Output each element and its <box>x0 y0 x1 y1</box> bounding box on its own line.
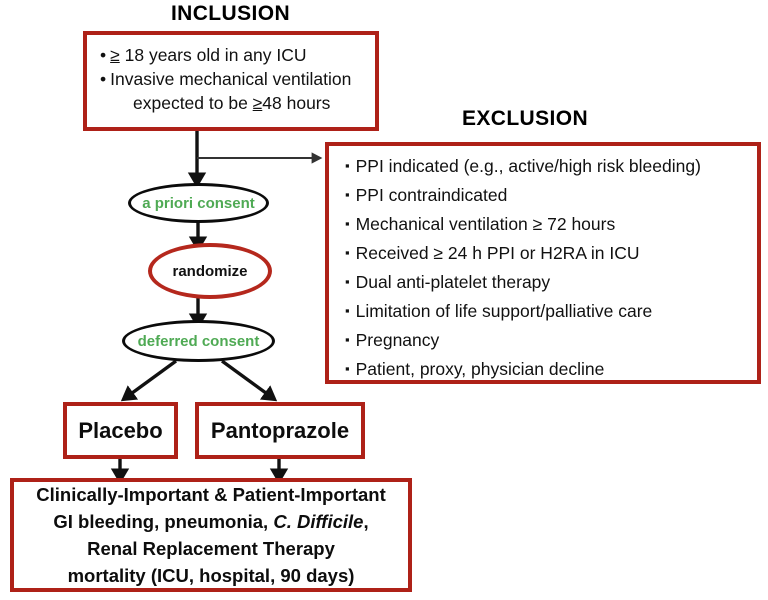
inclusion-criterion-1-text: 18 years old in any ICU <box>119 45 307 65</box>
exclusion-criterion-text: Mechanical ventilation ≥ 72 hours <box>355 214 616 234</box>
inclusion-criterion-2-cont-pre: expected to be <box>133 93 253 114</box>
bullet-square-icon: ▪ <box>345 332 350 347</box>
exclusion-criterion: ▪ Received ≥ 24 h PPI or H2RA in ICU <box>345 243 751 263</box>
pantoprazole-arm-box: Pantoprazole <box>195 402 365 459</box>
inclusion-criteria-list: •≥ 18 years old in any ICU •Invasive mec… <box>87 35 375 115</box>
arrow-deferred-to-placebo <box>120 359 178 402</box>
randomize-node: randomize <box>148 243 272 299</box>
pantoprazole-label: Pantoprazole <box>210 417 350 443</box>
inclusion-criterion-2-text: Invasive mechanical ventilation <box>110 69 352 90</box>
exclusion-criterion: ▪ Patient, proxy, physician decline <box>345 359 751 379</box>
bullet-square-icon: ▪ <box>345 303 350 318</box>
exclusion-heading: EXCLUSION <box>461 107 589 130</box>
inclusion-criterion-2-continuation: expected to be ≥48 hours <box>100 92 369 115</box>
exclusion-criterion-text: Received ≥ 24 h PPI or H2RA in ICU <box>355 243 640 263</box>
bullet-square-icon: ▪ <box>345 187 350 202</box>
placebo-arm-box: Placebo <box>63 402 178 459</box>
bullet-square-icon: ▪ <box>345 361 350 376</box>
exclusion-criteria-list: ▪ PPI indicated (e.g., active/high risk b… <box>329 146 757 379</box>
a-priori-consent-node: a priori consent <box>128 183 269 223</box>
exclusion-criterion: ▪ Dual anti-platelet therapy <box>345 272 751 292</box>
exclusion-criterion-text: Patient, proxy, physician decline <box>355 359 605 379</box>
exclusion-criterion-text: Pregnancy <box>355 330 440 350</box>
outcome-line-1: Clinically-Important & Patient-Important <box>36 484 386 505</box>
bullet-dot-icon: • <box>100 45 107 65</box>
exclusion-criterion: ▪ Pregnancy <box>345 330 751 350</box>
arrow-deferred-to-pantoprazole <box>220 359 278 402</box>
inclusion-criterion-1-symbol: ≥ <box>110 45 120 65</box>
placebo-label: Placebo <box>78 417 163 443</box>
exclusion-criterion-text: Dual anti-platelet therapy <box>355 272 551 292</box>
deferred-consent-label: deferred consent <box>137 332 260 350</box>
deferred-consent-node: deferred consent <box>122 320 275 362</box>
outcome-line-2-pre: GI bleeding, pneumonia, <box>53 511 274 532</box>
exclusion-criterion-text: PPI indicated (e.g., active/high risk bl… <box>355 156 701 176</box>
outcome-line-2-italic: C. Difficile <box>273 511 364 532</box>
randomize-label: randomize <box>172 262 248 280</box>
outcomes-box: Clinically-Important & Patient-Important… <box>10 478 412 592</box>
outcome-line-2: GI bleeding, pneumonia, C. Difficile, <box>53 508 368 535</box>
outcome-line-2-post: , <box>363 511 369 532</box>
outcome-line-3: Renal Replacement Therapy <box>87 538 335 559</box>
exclusion-criterion: ▪ Mechanical ventilation ≥ 72 hours <box>345 214 751 234</box>
bullet-square-icon: ▪ <box>345 158 350 173</box>
exclusion-criterion: ▪ PPI contraindicated <box>345 185 751 205</box>
inclusion-box: •≥ 18 years old in any ICU •Invasive mec… <box>83 31 379 131</box>
a-priori-consent-label: a priori consent <box>142 194 255 212</box>
inclusion-heading: INCLUSION <box>170 2 291 25</box>
inclusion-criterion-1: •≥ 18 years old in any ICU <box>100 44 369 67</box>
inclusion-criterion-2-cont-post: 48 hours <box>262 93 331 114</box>
inclusion-criterion-2-cont-symbol: ≥ <box>252 93 263 114</box>
exclusion-criterion: ▪ Limitation of life support/palliative c… <box>345 301 751 321</box>
bullet-dot-icon: • <box>100 69 107 90</box>
inclusion-criterion-2: •Invasive mechanical ventilation <box>100 68 369 91</box>
bullet-square-icon: ▪ <box>345 216 350 231</box>
bullet-square-icon: ▪ <box>345 274 350 289</box>
exclusion-criterion: ▪ PPI indicated (e.g., active/high risk b… <box>345 156 751 176</box>
exclusion-criterion-text: PPI contraindicated <box>355 185 508 205</box>
outcome-line-4: mortality (ICU, hospital, 90 days) <box>67 565 355 586</box>
bullet-square-icon: ▪ <box>345 245 350 260</box>
exclusion-criterion-text: Limitation of life support/palliative ca… <box>355 301 653 321</box>
exclusion-box: ▪ PPI indicated (e.g., active/high risk b… <box>325 142 761 384</box>
